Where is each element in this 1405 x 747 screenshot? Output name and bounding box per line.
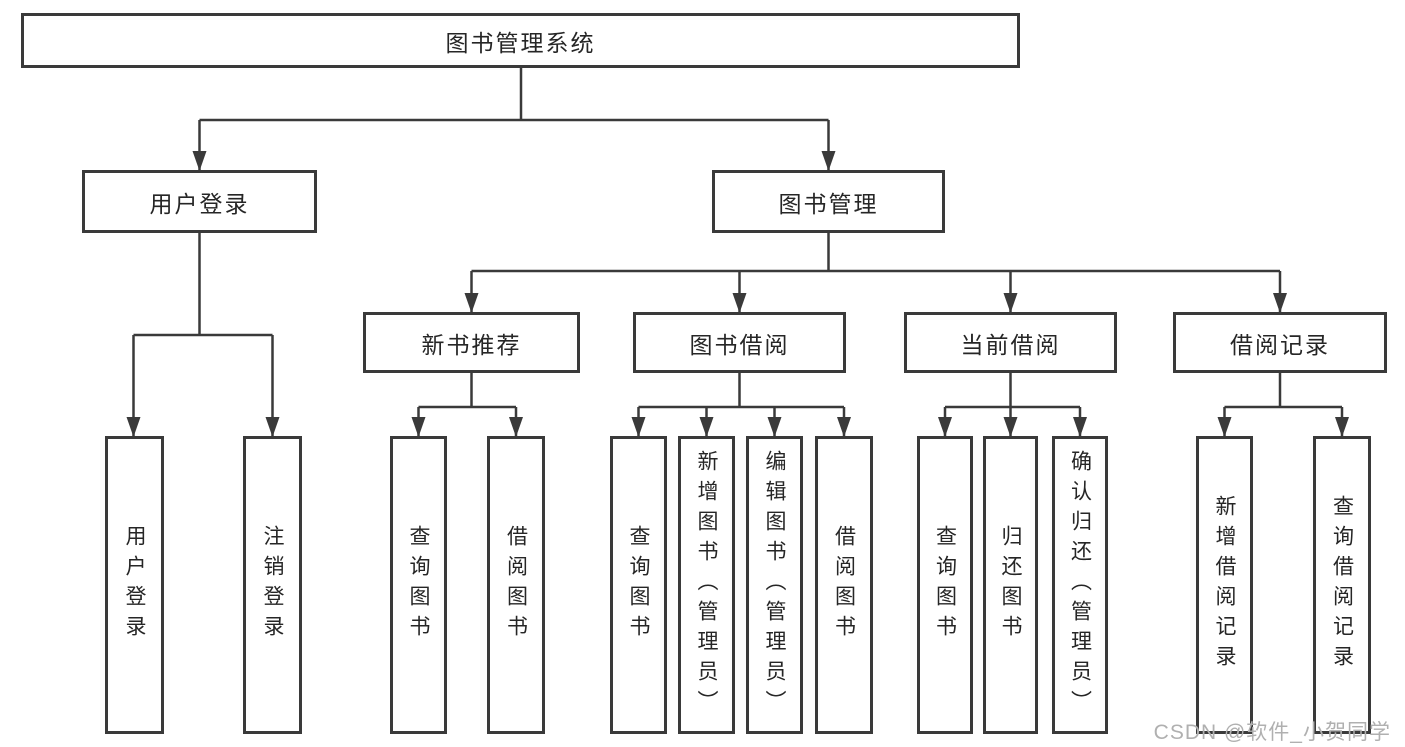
connector-root-to-level2: [192, 68, 836, 171]
node-book-management-label: 图书管理: [778, 190, 879, 217]
node-book-borrow-label: 图书借阅: [689, 331, 790, 358]
csdn-watermark: CSDN @软件_小贺同学: [1153, 721, 1391, 744]
node-new-book-recommend: 新书推荐: [363, 312, 580, 373]
connector-borrow-to-leaves: [631, 373, 851, 437]
leaf-query-books-borrow-label: 查询图书: [627, 525, 651, 645]
node-current-borrow-label: 当前借阅: [960, 331, 1061, 358]
leaf-user-login: 用户登录: [105, 436, 164, 734]
connector-records-to-leaves: [1217, 373, 1349, 437]
leaf-query-books-current-label: 查询图书: [933, 525, 957, 645]
leaf-add-borrow-record-label: 新增借阅记录: [1213, 495, 1237, 675]
leaf-add-book-admin-label: 新增图书（管理员）: [695, 450, 719, 720]
node-borrow-records-label: 借阅记录: [1230, 331, 1330, 358]
node-book-management: 图书管理: [712, 170, 945, 233]
leaf-user-login-label: 用户登录: [123, 525, 147, 645]
leaf-borrow-books-recommend: 借阅图书: [487, 436, 545, 734]
connector-bookmgmt-to-level3: [464, 233, 1287, 313]
leaf-query-books-recommend: 查询图书: [390, 436, 447, 734]
node-new-book-recommend-label: 新书推荐: [421, 331, 522, 358]
node-root: 图书管理系统: [21, 13, 1020, 68]
leaf-borrow-books: 借阅图书: [815, 436, 873, 734]
node-book-borrow: 图书借阅: [633, 312, 846, 373]
leaf-edit-book-admin: 编辑图书（管理员）: [746, 436, 803, 734]
connector-login-to-leaves: [126, 233, 280, 437]
leaf-borrow-books-recommend-label: 借阅图书: [504, 525, 528, 645]
leaf-query-borrow-record-label: 查询借阅记录: [1330, 495, 1354, 675]
node-borrow-records: 借阅记录: [1173, 312, 1387, 373]
node-user-login-label: 用户登录: [149, 190, 250, 217]
leaf-return-books-label: 归还图书: [999, 525, 1023, 645]
node-user-login: 用户登录: [82, 170, 317, 233]
leaf-confirm-return-admin-label: 确认归还（管理员）: [1068, 450, 1092, 720]
connector-recommend-to-leaves: [411, 373, 523, 437]
leaf-borrow-books-label: 借阅图书: [832, 525, 856, 645]
leaf-edit-book-admin-label: 编辑图书（管理员）: [763, 450, 787, 720]
leaf-query-borrow-record: 查询借阅记录: [1313, 436, 1371, 734]
node-root-label: 图书管理系统: [445, 29, 596, 56]
leaf-add-book-admin: 新增图书（管理员）: [678, 436, 735, 734]
leaf-return-books: 归还图书: [983, 436, 1038, 734]
leaf-logout: 注销登录: [243, 436, 302, 734]
leaf-query-books-recommend-label: 查询图书: [407, 525, 431, 645]
leaf-query-books-current: 查询图书: [917, 436, 973, 734]
leaf-add-borrow-record: 新增借阅记录: [1196, 436, 1253, 734]
leaf-confirm-return-admin: 确认归还（管理员）: [1052, 436, 1108, 734]
connector-current-to-leaves: [938, 373, 1087, 437]
leaf-logout-label: 注销登录: [261, 525, 285, 645]
leaf-query-books-borrow: 查询图书: [610, 436, 667, 734]
node-current-borrow: 当前借阅: [904, 312, 1117, 373]
